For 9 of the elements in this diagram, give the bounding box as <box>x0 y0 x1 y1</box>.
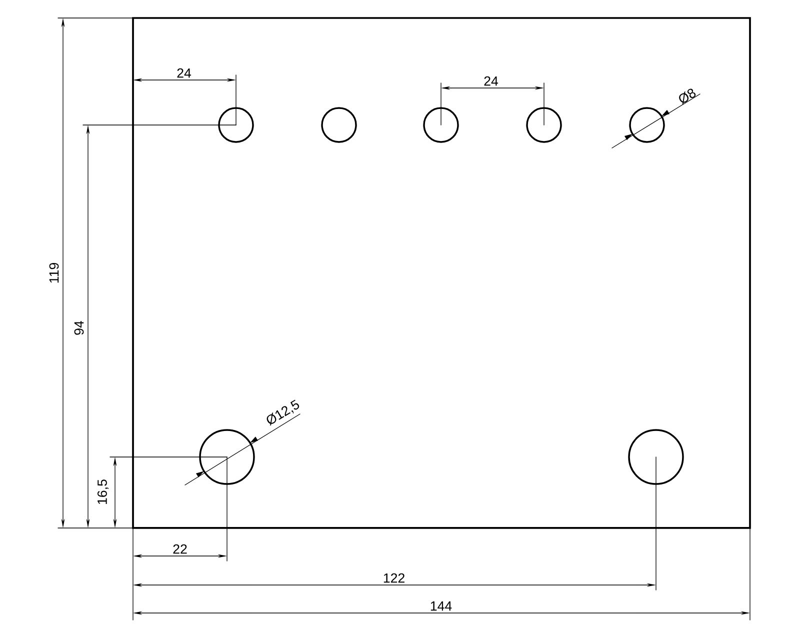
dimension-text: 22 <box>173 544 187 554</box>
dimension-text: 24 <box>177 68 192 78</box>
dimension-text: 94 <box>74 320 84 335</box>
dimension-text: 122 <box>384 573 404 583</box>
dimension-text: 16,5 <box>98 480 109 504</box>
dimension-text: 24 <box>484 76 498 86</box>
dimension-text: 144 <box>430 601 452 611</box>
dimension-text: 119 <box>49 263 59 283</box>
dimension-text: Ø8 <box>679 88 696 105</box>
